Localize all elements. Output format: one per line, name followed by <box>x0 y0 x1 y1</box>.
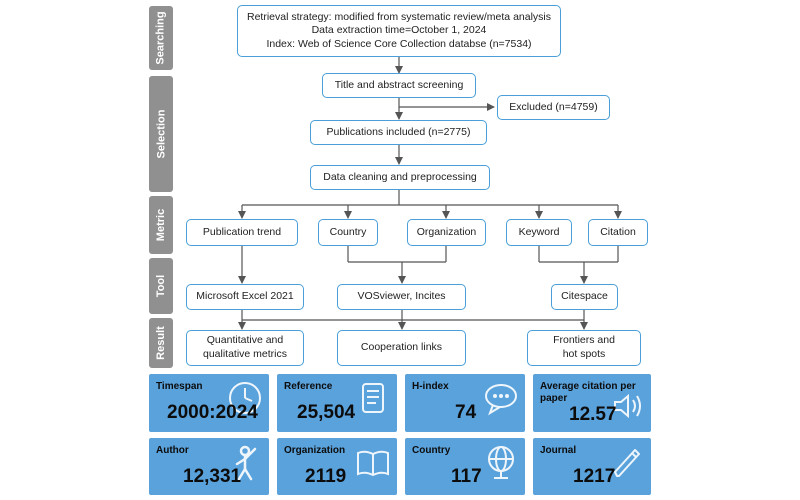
phase-metric-label: Metric <box>155 208 167 242</box>
metric-organization-label: Organization <box>416 225 477 238</box>
stat-value: 2000:2024 <box>167 402 258 423</box>
globe-icon <box>488 446 514 479</box>
result-frontiers-line2: hot spots <box>562 348 606 360</box>
metric-organization: Organization <box>407 219 486 246</box>
stat-value: 12,331 <box>183 466 242 487</box>
tool-vosviewer-label: VOSviewer, Incites <box>357 290 446 303</box>
phase-result-label: Result <box>155 326 167 360</box>
result-quantitative-line2: qualitative metrics <box>202 348 288 360</box>
result-quantitative-line1: Quantitative and <box>206 334 284 347</box>
stat-label: Reference <box>284 381 333 392</box>
stat-label: Average citation per paper <box>540 381 636 404</box>
stat-label: Organization <box>284 445 346 456</box>
tool-citespace: Citespace <box>551 284 618 310</box>
excluded-label: Excluded (n=4759) <box>509 100 598 113</box>
search-strategy-line: Retrieval strategy: modified from system… <box>246 10 552 23</box>
metric-citation: Citation <box>588 219 648 246</box>
stat-value: 117 <box>451 466 482 487</box>
index-line: Index: Web of Science Core Collection da… <box>266 37 532 50</box>
phase-tool-label: Tool <box>155 274 167 298</box>
pencil-icon <box>614 449 640 477</box>
screening-label: Title and abstract screening <box>334 78 464 91</box>
person-icon <box>235 445 257 481</box>
stat-value: 2119 <box>305 466 347 487</box>
stat-card-organization: Organization 2119 <box>277 438 397 495</box>
scroll-icon <box>362 383 384 413</box>
phase-searching-label: Searching <box>155 11 167 65</box>
excluded-box: Excluded (n=4759) <box>497 95 610 120</box>
cleaning-box: Data cleaning and preprocessing <box>310 165 490 190</box>
metric-country-label: Country <box>329 225 367 238</box>
phase-selection: Selection <box>149 76 173 192</box>
stat-label: H-index <box>412 381 449 392</box>
phase-selection-label: Selection <box>155 109 167 159</box>
stat-value: 25,504 <box>297 402 356 423</box>
metric-citation-label: Citation <box>600 225 636 238</box>
metric-publication-trend-label: Publication trend <box>202 225 282 238</box>
stat-card-country: Country 117 <box>405 438 525 495</box>
metric-country: Country <box>318 219 378 246</box>
phase-searching: Searching <box>149 6 173 70</box>
tool-excel-label: Microsoft Excel 2021 <box>196 290 294 303</box>
stat-label: Journal <box>540 445 577 456</box>
phase-result: Result <box>149 318 173 368</box>
result-frontiers-line1: Frontiers and <box>553 334 615 347</box>
phase-tool: Tool <box>149 258 173 314</box>
screening-box: Title and abstract screening <box>322 73 476 98</box>
stat-card-reference: Reference 25,504 <box>277 374 397 432</box>
stat-card-h-index: H-index 74 <box>405 374 525 432</box>
stat-label: Timespan <box>156 381 203 392</box>
stat-label: Author <box>156 445 189 456</box>
phase-metric: Metric <box>149 196 173 254</box>
stat-card-journal: Journal 1217 <box>533 438 651 495</box>
metric-publication-trend: Publication trend <box>186 219 298 246</box>
result-cooperation: Cooperation links <box>337 330 466 366</box>
stat-card-timespan: Timespan 2000:2024 <box>149 374 269 432</box>
search-strategy-box: Retrieval strategy: modified from system… <box>237 5 561 57</box>
result-quantitative: Quantitative and qualitative metrics <box>186 330 304 366</box>
extraction-time-line: Data extraction time=October 1, 2024 <box>311 24 487 37</box>
metric-keyword: Keyword <box>506 219 572 246</box>
tool-excel: Microsoft Excel 2021 <box>186 284 304 310</box>
metric-keyword-label: Keyword <box>518 225 560 238</box>
result-cooperation-label: Cooperation links <box>360 341 443 354</box>
book-icon <box>357 450 389 477</box>
stat-card-average-citation: Average citation per paper 12.57 <box>533 374 651 432</box>
cleaning-label: Data cleaning and preprocessing <box>323 170 477 183</box>
tool-citespace-label: Citespace <box>561 290 608 303</box>
tool-vosviewer: VOSviewer, Incites <box>337 284 466 310</box>
speech-bubble-icon <box>485 384 517 416</box>
stat-label: Country <box>412 445 451 456</box>
speaker-icon <box>614 393 641 419</box>
stat-value: 74 <box>455 402 477 423</box>
clock-icon <box>229 382 261 414</box>
stat-value: 12.57 <box>569 404 617 425</box>
stat-value: 1217 <box>573 466 616 487</box>
included-box: Publications included (n=2775) <box>310 120 487 145</box>
stat-card-author: Author 12,331 <box>149 438 269 495</box>
included-label: Publications included (n=2775) <box>326 125 471 138</box>
result-frontiers: Frontiers and hot spots <box>527 330 641 366</box>
